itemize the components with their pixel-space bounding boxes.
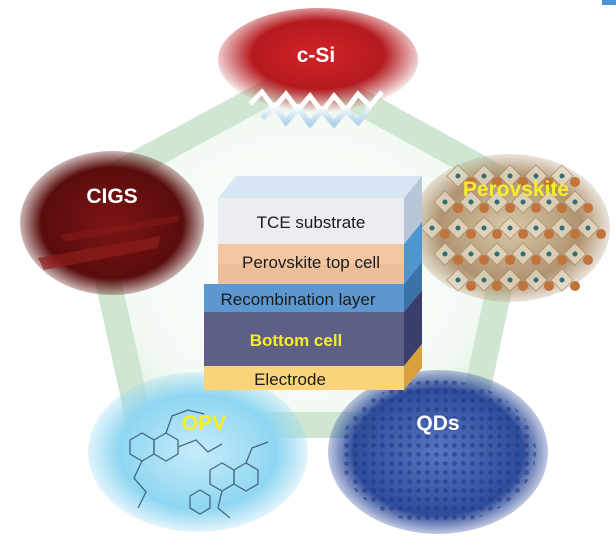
perovskite-atom [557, 255, 567, 265]
csi-label: c-Si [297, 44, 336, 67]
layer-perovskite-top-cell: Perovskite top cell [218, 222, 422, 284]
corner-mark [602, 0, 616, 5]
perovskite-atom [466, 229, 476, 239]
perovskite-atom [453, 203, 463, 213]
perovskite-atom [544, 177, 554, 187]
bottom-cell-label: Bottom cell [250, 331, 343, 350]
perovskite-atom [559, 225, 565, 231]
layer-recombination: Recombination layer [204, 262, 422, 312]
perovskite-atom [468, 199, 474, 205]
perovskite-atom [520, 251, 526, 257]
perovskite-atom [583, 203, 593, 213]
perovskite-atom [583, 255, 593, 265]
node-cigs: CIGS [20, 151, 204, 295]
perovskite-atom [481, 173, 487, 179]
perovskite-atom [479, 255, 489, 265]
perovskite-atom [492, 177, 502, 187]
node-qds: QDs [328, 370, 548, 534]
perovskite-atom [481, 277, 487, 283]
layer-stack: TCE substrate Perovskite top cell Recomb… [204, 176, 422, 390]
layer-bottom-cell: Bottom cell [204, 290, 422, 366]
perovskite-atom [585, 225, 591, 231]
perovskite-top-cell-label: Perovskite top cell [242, 253, 380, 272]
perovskite-atom [466, 177, 476, 187]
layer-electrode: Electrode [204, 344, 422, 390]
opv-molecule-sketch [129, 409, 269, 519]
cigs-label: CIGS [86, 185, 137, 208]
perovskite-atom [544, 281, 554, 291]
perovskite-atom [518, 281, 528, 291]
perovskite-atom [492, 229, 502, 239]
perovskite-atom [453, 255, 463, 265]
perovskite-atom [572, 199, 578, 205]
perovskite-atom [505, 203, 515, 213]
perovskite-atom [468, 251, 474, 257]
perovskite-atom [518, 229, 528, 239]
perovskite-atom [442, 199, 448, 205]
perovskite-atom [533, 225, 539, 231]
perovskite-atom [531, 203, 541, 213]
perovskite-atom [505, 255, 515, 265]
perovskite-atom [533, 173, 539, 179]
opv-label: OPV [182, 412, 226, 435]
node-perovskite: Perovskite [410, 154, 610, 302]
perovskite-atom [442, 251, 448, 257]
perovskite-atom [546, 199, 552, 205]
perovskite-atom [570, 177, 580, 187]
perovskite-atom [531, 255, 541, 265]
perovskite-atom [559, 277, 565, 283]
node-csi: c-Si [218, 8, 418, 129]
perovskite-atom [479, 203, 489, 213]
layer-tce-substrate: TCE substrate [218, 176, 422, 244]
perovskite-atom [507, 173, 513, 179]
perovskite-atom [507, 225, 513, 231]
qds-label: QDs [416, 412, 459, 435]
perovskite-atom [596, 229, 606, 239]
perovskite-atom [494, 199, 500, 205]
perovskite-atom [559, 173, 565, 179]
perovskite-crystal-pattern [420, 164, 606, 292]
node-opv: OPV [88, 372, 308, 532]
perovskite-atom [481, 225, 487, 231]
perovskite-atom [544, 229, 554, 239]
electrode-label: Electrode [254, 370, 326, 389]
perovskite-atom [440, 229, 450, 239]
perovskite-atom [570, 229, 580, 239]
perovskite-label: Perovskite [463, 178, 569, 201]
tce-substrate-label: TCE substrate [257, 213, 366, 232]
perovskite-atom [455, 173, 461, 179]
perovskite-atom [429, 225, 435, 231]
recombination-layer-label: Recombination layer [221, 290, 376, 309]
perovskite-atom [520, 199, 526, 205]
perovskite-atom [546, 251, 552, 257]
perovskite-atom [466, 281, 476, 291]
perovskite-atom [533, 277, 539, 283]
perovskite-atom [492, 281, 502, 291]
perovskite-atom [507, 277, 513, 283]
perovskite-atom [518, 177, 528, 187]
perovskite-atom [570, 281, 580, 291]
perovskite-atom [455, 225, 461, 231]
perovskite-atom [455, 277, 461, 283]
perovskite-atom [572, 251, 578, 257]
perovskite-atom [557, 203, 567, 213]
perovskite-atom [494, 251, 500, 257]
